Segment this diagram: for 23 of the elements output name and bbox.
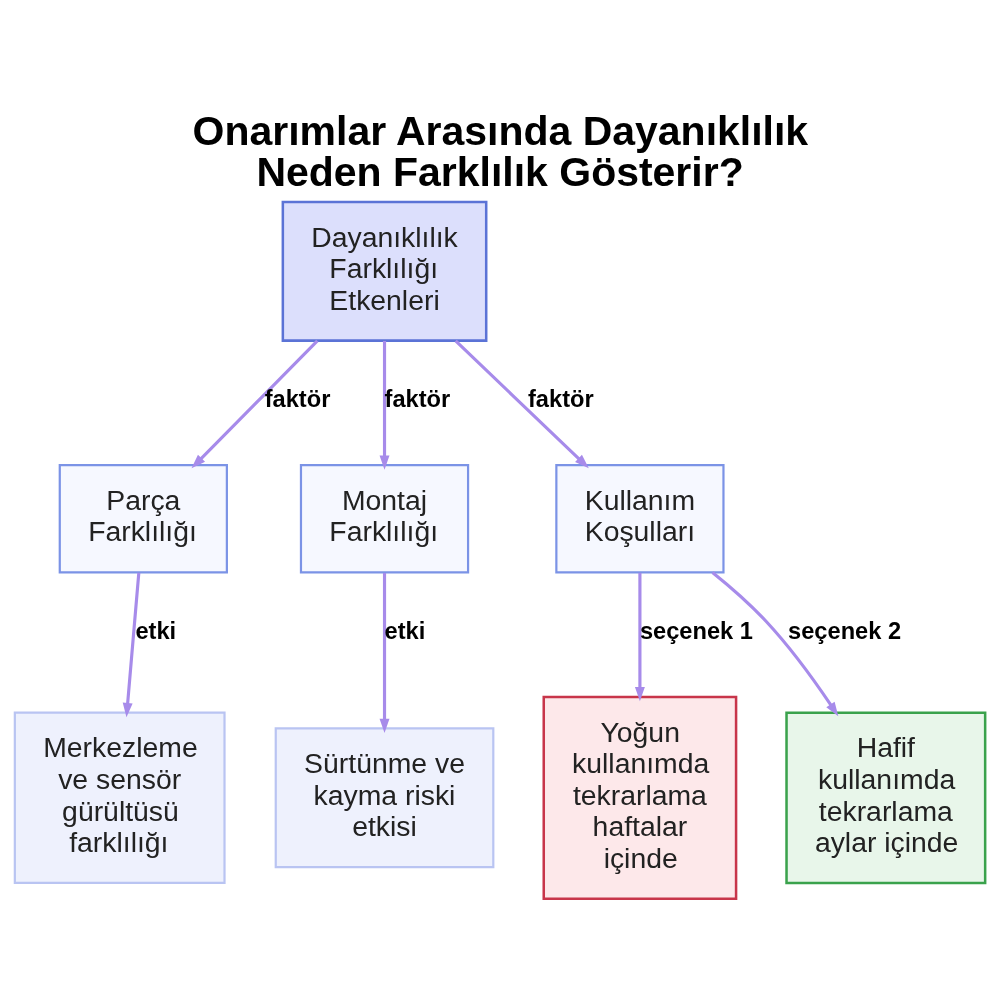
node-box: Merkezleme ve sensör gürültüsü farklılığı <box>13 711 226 885</box>
edge-label: seçenek 1 <box>639 617 753 644</box>
edge-label: faktör <box>264 385 331 412</box>
arrow <box>379 572 390 733</box>
arrow <box>122 572 141 718</box>
edge-label: seçenek 2 <box>788 617 902 644</box>
edge-label: etki <box>384 617 426 644</box>
node-box: Sürtünme ve kayma riski etkisi <box>274 727 495 869</box>
node-box: Kullanım Koşulları <box>555 464 725 574</box>
node-box: Dayanıklılık Farklılığı Etkenleri <box>281 200 488 342</box>
arrow <box>454 339 589 469</box>
arrow <box>711 571 839 717</box>
edge-label: faktör <box>527 385 594 412</box>
arrow <box>191 339 319 469</box>
node-box: Montaj Farklılığı <box>299 464 470 574</box>
edge-label: etki <box>135 617 177 644</box>
node-box: Yoğun kullanımda tekrarlama haftalar içinde <box>542 695 738 900</box>
node-box: Hafif kullanımda tekrarlama aylar içinde <box>785 711 987 885</box>
arrow <box>634 572 645 702</box>
diagram-title: Onarımlar Arasında Dayanıklılık Neden Farklılık Gösterir? <box>192 107 809 195</box>
edge-label: faktör <box>384 385 451 412</box>
node-box: Parça Farklılığı <box>58 464 228 574</box>
arrow <box>379 340 390 470</box>
